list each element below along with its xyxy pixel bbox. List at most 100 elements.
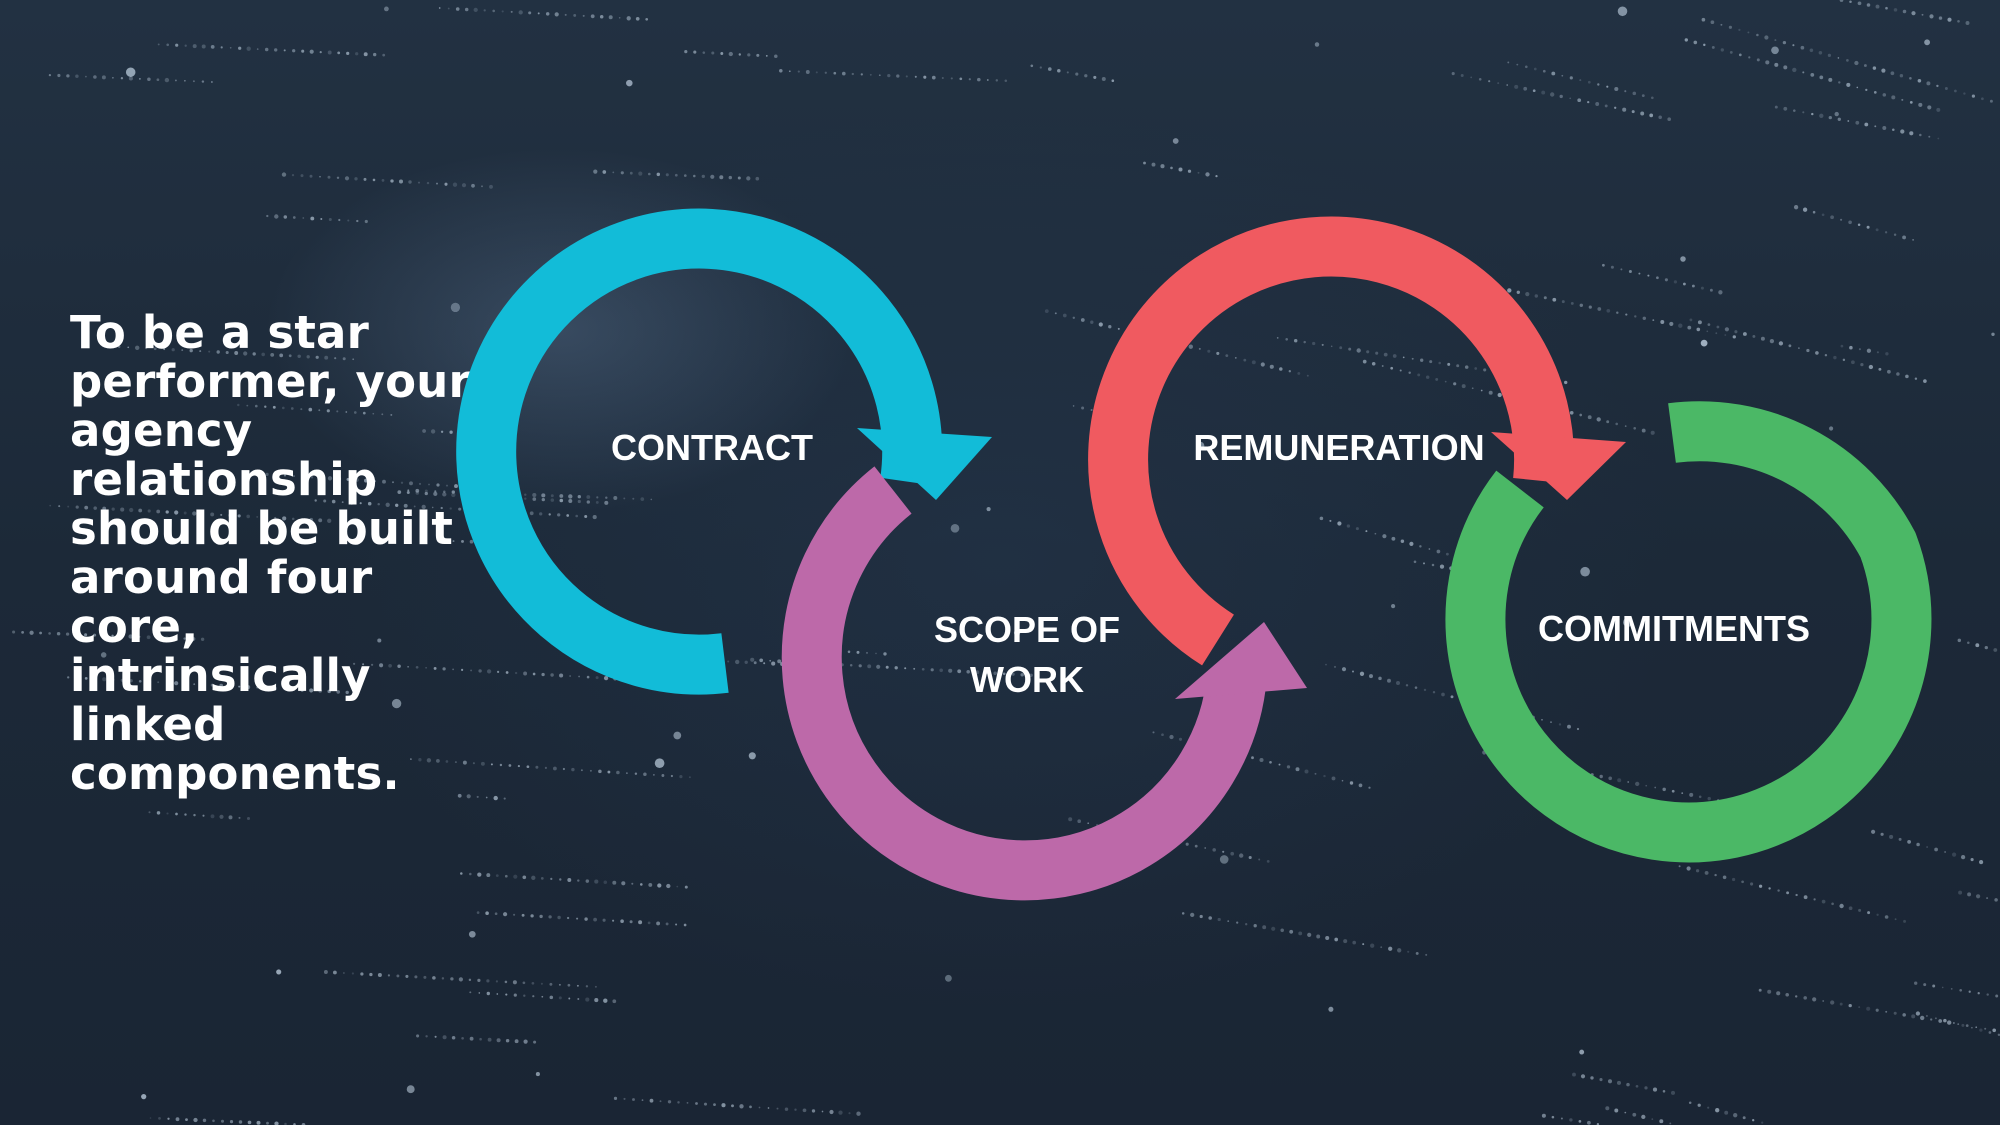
sparkle-dot — [1543, 296, 1547, 300]
sparkle-dot — [422, 429, 426, 433]
sparkle-dot — [1848, 906, 1853, 911]
sparkle-dot — [1532, 89, 1536, 93]
sparkle-dot — [1411, 357, 1414, 360]
sparkle-dot — [1580, 1074, 1586, 1079]
sparkle-dot — [867, 664, 872, 669]
sparkle-dot — [590, 14, 595, 19]
sparkle-dot — [623, 497, 626, 500]
sparkle-dot — [684, 885, 688, 889]
sparkle-dot — [120, 77, 124, 80]
sparkle-dot — [1932, 984, 1936, 988]
sparkle-dot — [1641, 1114, 1646, 1120]
sparkle-dot — [291, 174, 295, 177]
sparkle-dot — [1606, 85, 1609, 88]
sparkle-dot — [1488, 390, 1493, 395]
sparkle-dot — [228, 815, 233, 820]
sparkle-dot — [568, 494, 573, 499]
sparkle-dot — [1929, 14, 1934, 19]
sparkle-dot — [941, 76, 944, 80]
sparkle-dot — [1731, 877, 1736, 882]
sparkle-dot — [447, 7, 450, 10]
sparkle-dot — [1011, 672, 1015, 676]
sparkle-dot — [1938, 1019, 1943, 1023]
sparkle-dot — [631, 882, 634, 885]
sparkle-dot — [1533, 67, 1537, 71]
sparkle-dot — [302, 217, 305, 219]
sparkle-dot — [1842, 358, 1846, 362]
sparkle-dot — [1483, 368, 1487, 372]
sparkle-dot — [274, 214, 279, 219]
sparkle-dot — [1346, 524, 1351, 528]
sparkle-dot — [1750, 882, 1754, 886]
sparkle-dot — [454, 484, 458, 489]
sparkle-dot — [337, 51, 341, 55]
sparkle-dot — [451, 1036, 456, 1040]
sparkle-dot — [1795, 893, 1798, 897]
sparkle-dot — [503, 912, 508, 917]
sparkle-dot — [788, 70, 791, 73]
sparkle-dot — [1710, 20, 1715, 25]
sparkle-dot — [309, 688, 314, 693]
sparkle-dot — [1656, 276, 1659, 280]
sparkle-glint — [535, 1072, 540, 1077]
sparkle-dot — [164, 635, 169, 641]
sparkle-dot — [1642, 316, 1647, 321]
sparkle-dot — [377, 502, 380, 506]
sparkle-dot — [327, 476, 333, 481]
sparkle-dot — [559, 498, 564, 503]
sparkle-dot — [811, 1109, 816, 1113]
sparkle-dot — [1957, 19, 1960, 23]
sparkle-dot — [148, 811, 151, 814]
sparkle-dot — [620, 919, 624, 923]
sparkle-dot — [1645, 784, 1648, 787]
sparkle-dot — [629, 920, 633, 924]
sparkle-dot — [246, 404, 249, 407]
sparkle-dot — [1947, 1020, 1952, 1025]
sparkle-dot — [403, 503, 408, 508]
sparkle-glint — [1829, 426, 1834, 431]
sparkle-dot — [1245, 923, 1248, 926]
sparkle-dot — [1523, 86, 1528, 91]
sparkle-dot — [548, 915, 552, 919]
sparkle-dot — [1903, 919, 1907, 923]
sparkle-dot — [521, 913, 525, 917]
sparkle-dot — [220, 513, 223, 516]
sparkle-dot — [1286, 765, 1291, 769]
sparkle-dot — [102, 677, 107, 682]
sparkle-dot — [327, 50, 332, 55]
sparkle-dot — [1620, 268, 1623, 271]
sparkle-dot — [415, 491, 420, 495]
sparkle-dot — [326, 409, 330, 413]
sparkle-dot — [1756, 33, 1759, 37]
sparkle-dot — [1633, 427, 1636, 430]
sparkle-dot — [517, 765, 520, 768]
sparkle-dot — [495, 980, 498, 983]
sparkle-dot — [485, 911, 489, 915]
sparkle-dot — [1649, 113, 1654, 118]
sparkle-dot — [265, 516, 268, 519]
sparkle-dot — [1981, 97, 1984, 101]
sparkle-dot — [1624, 425, 1627, 427]
sparkle-dot — [1259, 757, 1264, 763]
sparkle-dot — [577, 998, 580, 1000]
sparkle-dot — [569, 675, 571, 677]
sparkle-dot — [647, 172, 651, 176]
sparkle-glint — [377, 638, 382, 643]
sparkle-dot — [1253, 924, 1257, 928]
sparkle-dot — [869, 73, 872, 76]
sparkle-dot — [661, 774, 665, 777]
sparkle-dot — [39, 631, 42, 635]
sparkle-dot — [1587, 415, 1592, 420]
sparkle-dot — [558, 983, 561, 986]
sparkle-dot — [1752, 1119, 1755, 1122]
sparkle-dot — [210, 814, 215, 819]
sparkle-dot — [599, 15, 604, 19]
sparkle-dot — [1991, 332, 1995, 336]
sparkle-dot — [1839, 1002, 1843, 1006]
sparkle-dot — [353, 411, 357, 414]
sparkle-dot — [1803, 895, 1808, 900]
sparkle-dot — [1248, 855, 1252, 860]
sparkle-dot — [557, 513, 561, 517]
sparkle-dot — [184, 79, 186, 82]
sparkle-dot — [1039, 66, 1042, 69]
